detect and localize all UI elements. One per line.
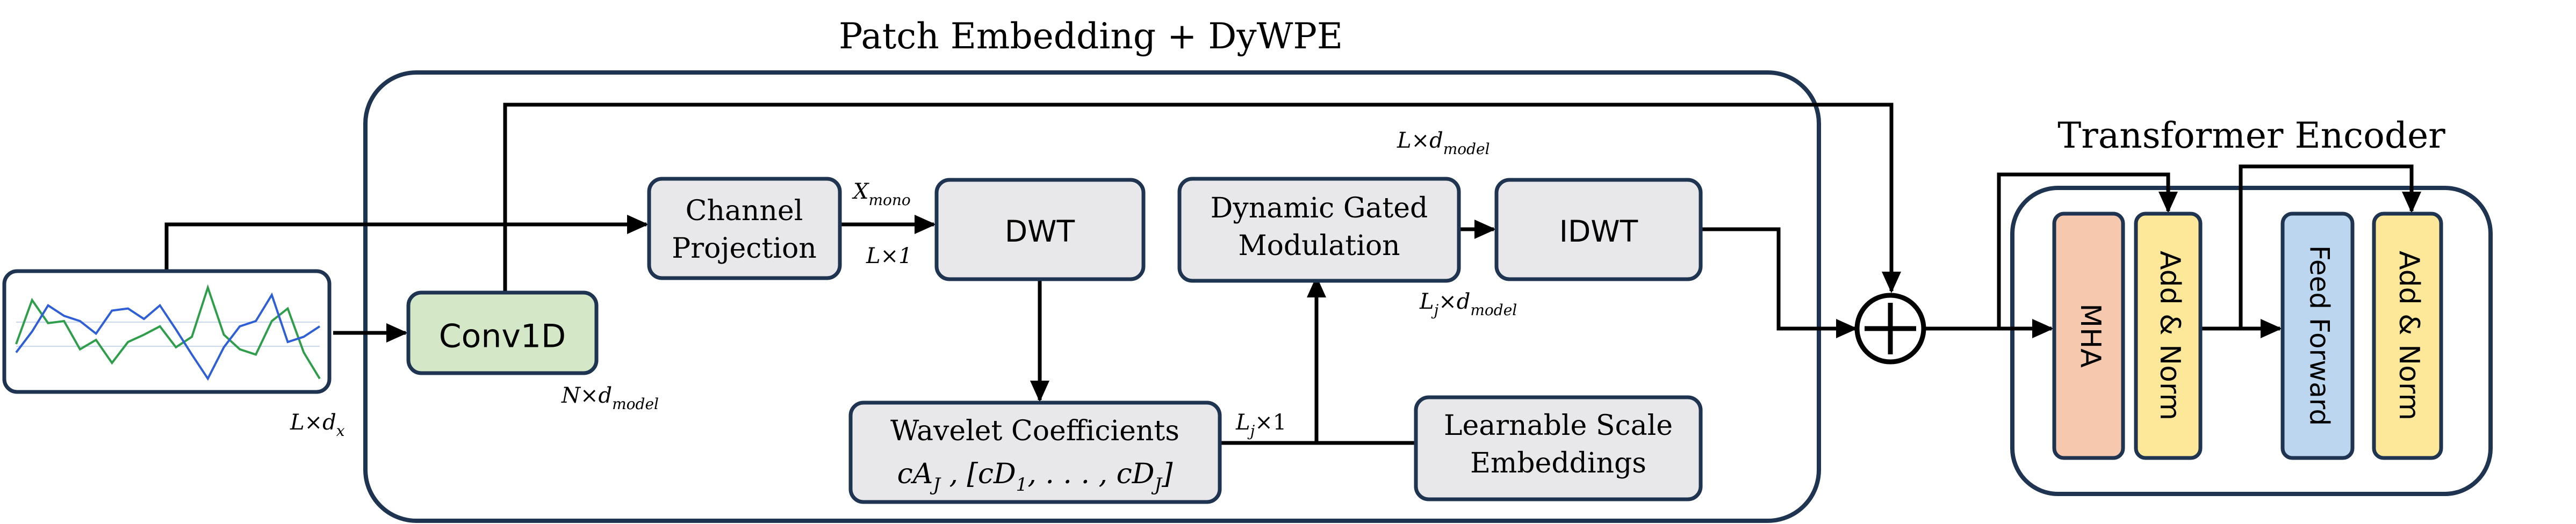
svg-text:Projection: Projection — [672, 232, 817, 265]
learnable-scale-embeddings-block: Learnable Scale Embeddings — [1414, 395, 1703, 501]
idwt-block: IDWT — [1494, 178, 1703, 281]
transformer-encoder-title: Transformer Encoder — [2057, 115, 2445, 156]
svg-text:Channel: Channel — [686, 195, 803, 227]
feed-forward-block: Feed Forward — [2280, 212, 2355, 460]
input-time-series-plot — [2, 269, 332, 394]
patch-embedding-title: Patch Embedding + DyWPE — [839, 16, 1343, 57]
svg-text:Dynamic Gated: Dynamic Gated — [1211, 192, 1428, 224]
feed-forward-label: Feed Forward — [2304, 245, 2335, 426]
svg-text:Embeddings: Embeddings — [1470, 447, 1646, 479]
dynamic-gated-label-line2: Modulation — [1238, 230, 1400, 262]
coefficient-dim-label: Lj×1 — [1235, 410, 1286, 440]
transformer-encoder-group — [2010, 186, 2493, 496]
mha-label: MHA — [2074, 303, 2106, 368]
mha-block: MHA — [2052, 212, 2125, 460]
add-norm-block-2: Add & Norm — [2372, 212, 2443, 460]
wavelet-coefficients-block: Wavelet Coefficients cAJ , [cD1, . . . ,… — [848, 401, 1222, 504]
dwt-block: DWT — [934, 178, 1146, 281]
input-dim-label: L×dx — [290, 410, 345, 440]
dynamic-gated-modulation-block: Dynamic Gated Modulation — [1177, 177, 1461, 283]
dwt-label: DWT — [1005, 214, 1075, 249]
channel-projection-block: Channel Projection — [647, 177, 842, 280]
projection-output-dim-label: L×1 — [866, 244, 912, 268]
conv-output-dim-label: N×dmodel — [561, 383, 659, 413]
svg-text:Modulation: Modulation — [1238, 230, 1400, 262]
channel-projection-label-line2: Projection — [672, 232, 817, 265]
scale-dim-label: Lj×dmodel — [1419, 289, 1517, 319]
add-norm-label-2: Add & Norm — [2393, 251, 2425, 420]
dynamic-gated-label-line1: Dynamic Gated — [1211, 192, 1428, 224]
channel-projection-label-line1: Channel — [686, 195, 803, 227]
learnable-scale-label-line2: Embeddings — [1470, 447, 1646, 479]
x-mono-label: Xmono — [852, 179, 911, 209]
idwt-label: IDWT — [1559, 214, 1638, 249]
add-operator-icon — [1854, 293, 1926, 365]
top-dim-label: L×dmodel — [1397, 128, 1490, 158]
wavelet-coefficients-formula: cAJ , [cD1, . . . , cDJ] — [897, 458, 1173, 496]
add-norm-label-1: Add & Norm — [2154, 251, 2186, 420]
input-series-line-2 — [15, 292, 321, 381]
wavelet-coefficients-title: Wavelet Coefficients — [890, 415, 1179, 447]
conv1d-block: Conv1D — [406, 290, 599, 375]
connections — [164, 103, 2421, 445]
learnable-scale-label-line1: Learnable Scale — [1444, 410, 1673, 442]
input-series-line-1 — [15, 284, 321, 380]
add-norm-block-1: Add & Norm — [2134, 212, 2203, 460]
patch-embedding-group — [363, 70, 1821, 523]
svg-text:Learnable Scale: Learnable Scale — [1444, 410, 1673, 442]
conv1d-label: Conv1D — [439, 318, 566, 355]
